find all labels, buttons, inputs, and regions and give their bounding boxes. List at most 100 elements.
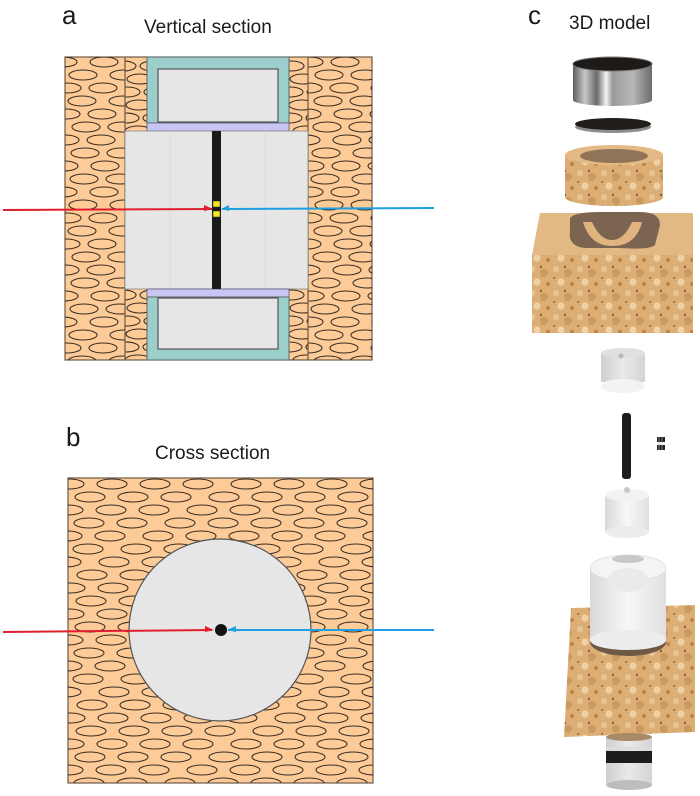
pore-ellipse — [371, 320, 372, 324]
pore-ellipse — [89, 186, 119, 198]
pore-ellipse — [68, 329, 98, 341]
pore-ellipse — [108, 95, 125, 107]
pore-ellipse — [67, 95, 97, 107]
pore-ellipse — [125, 112, 140, 124]
pore-ellipse — [312, 251, 342, 263]
pore-ellipse — [31, 518, 61, 528]
pore-ellipse — [9, 531, 39, 541]
pore-pattern-left-inner-bottom — [125, 289, 147, 360]
incident-beam — [2, 208, 213, 211]
pore-ellipse — [336, 517, 368, 529]
pore-ellipse — [68, 530, 83, 542]
pore-ellipse — [94, 660, 126, 672]
pore-ellipse — [289, 73, 308, 85]
pore-ellipse — [106, 277, 125, 289]
pore-ellipse — [29, 570, 59, 580]
pore-ellipse — [333, 108, 363, 120]
pore-ellipse — [359, 608, 373, 620]
pore-ellipse — [161, 725, 193, 737]
pore-ellipse — [370, 85, 372, 91]
pore-ellipse — [358, 634, 373, 646]
pore-ellipse — [88, 82, 118, 94]
rock-ring — [565, 145, 663, 206]
pore-ellipse — [370, 345, 372, 351]
pore-ellipse — [65, 238, 81, 250]
pore-ellipse — [96, 478, 128, 490]
pore-ellipse — [65, 342, 82, 354]
pore-ellipse — [71, 121, 101, 133]
pore-ellipse — [360, 582, 373, 594]
pore-ellipse — [308, 316, 324, 328]
pore-ellipse — [313, 355, 343, 360]
pore-ellipse — [116, 517, 148, 529]
pore-ellipse — [250, 777, 282, 783]
pore-ellipse — [252, 725, 284, 737]
pore-pattern-left — [13, 57, 125, 360]
pore-ellipse — [289, 99, 308, 111]
pore-ellipse — [7, 713, 37, 723]
pore-ellipse — [118, 725, 150, 737]
pore-ellipse — [330, 316, 360, 328]
pore-ellipse — [305, 114, 308, 122]
incident-beam-cross-arrowhead — [205, 626, 214, 632]
pore-ellipse — [120, 543, 152, 555]
pore-ellipse — [108, 355, 125, 360]
pore-ellipse — [332, 134, 362, 146]
pore-ellipse — [251, 751, 283, 763]
pore-ellipse — [370, 215, 372, 221]
pore-ellipse — [68, 69, 98, 81]
pore-ellipse — [329, 342, 359, 354]
pore-ellipse — [94, 530, 126, 542]
pore-ellipse — [95, 634, 127, 646]
pore-ellipse — [138, 504, 170, 516]
pore-ellipse — [72, 673, 104, 685]
pore-ellipse — [289, 60, 305, 72]
pore-ellipse — [289, 302, 308, 314]
pore-ellipse — [116, 777, 148, 783]
pore-ellipse — [75, 595, 107, 607]
bottom-cap-insert — [157, 297, 279, 350]
pore-ellipse — [30, 544, 60, 554]
pore-ellipse — [273, 478, 305, 490]
pore-ellipse — [337, 751, 369, 763]
pore-ellipse — [74, 491, 106, 503]
pore-ellipse — [371, 190, 372, 194]
pore-ellipse — [126, 73, 147, 85]
pore-ellipse — [251, 491, 283, 503]
pore-ellipse — [8, 557, 38, 567]
pore-ellipse — [348, 121, 372, 133]
pore-ellipse — [164, 777, 196, 783]
pore-ellipse — [315, 634, 347, 646]
pore-ellipse — [86, 134, 116, 146]
pore-ellipse — [88, 342, 118, 354]
pore-ellipse — [125, 86, 141, 98]
pore-ellipse — [229, 764, 261, 776]
pore-ellipse — [31, 252, 59, 262]
pore-ellipse — [138, 764, 170, 776]
pore-ellipse — [139, 290, 147, 300]
pore-ellipse — [293, 517, 325, 529]
panel-c-title: 3D model — [569, 13, 651, 34]
pore-ellipse — [72, 543, 104, 555]
pore-ellipse — [68, 764, 84, 776]
vertical-section-diagram — [2, 56, 435, 361]
pore-ellipse — [312, 121, 342, 133]
pore-ellipse — [139, 61, 147, 71]
top-cap-insert — [157, 68, 279, 123]
pore-ellipse — [14, 291, 42, 301]
pore-ellipse — [90, 160, 120, 172]
pore-ellipse — [289, 315, 304, 327]
pore-ellipse — [289, 86, 304, 98]
pore-ellipse — [371, 60, 372, 64]
pore-ellipse — [314, 69, 344, 81]
pore-ellipse — [294, 491, 326, 503]
pore-ellipse — [65, 290, 79, 302]
pore-ellipse — [368, 266, 372, 274]
pore-ellipse — [13, 57, 41, 67]
pore-ellipse — [33, 200, 61, 210]
pore-ellipse — [33, 596, 63, 606]
pore-ellipse — [230, 738, 262, 750]
pore-ellipse — [351, 303, 372, 315]
pore-ellipse — [117, 491, 149, 503]
pore-ellipse — [331, 290, 361, 302]
